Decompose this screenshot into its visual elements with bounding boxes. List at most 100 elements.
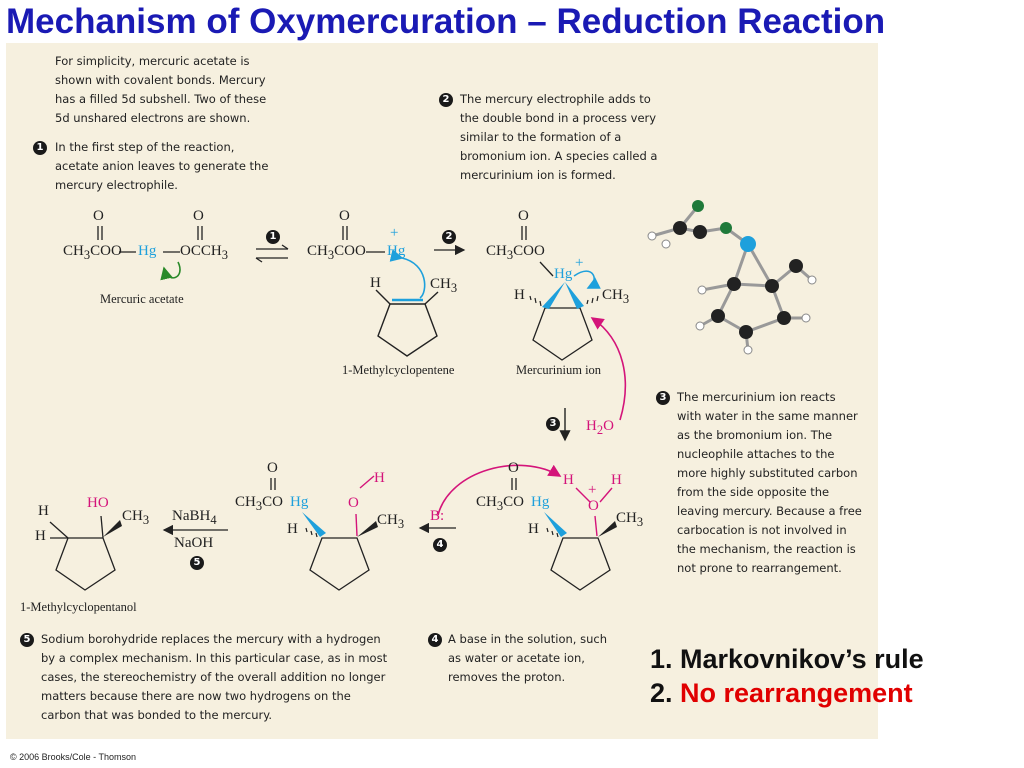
mercurinium-hash (529, 295, 599, 307)
note-step1-line: In the first step of the reaction, (55, 140, 235, 154)
electron-arrow-2 (389, 249, 426, 299)
o-text: O (354, 243, 366, 259)
arrow-badge-5: 5 (190, 556, 204, 570)
acetate-left: CH3COO (63, 243, 122, 263)
label-mercurinium: Mercurinium ion (516, 363, 602, 377)
ch-text: CH (616, 510, 637, 526)
oxonium-o-top: O (508, 460, 519, 476)
subscript: 3 (83, 248, 91, 262)
note-step3-line: the mechanism, the reaction is (677, 542, 856, 556)
ch-text: CH (63, 243, 84, 259)
water-o: O (603, 418, 614, 434)
mercurinium-bonds (521, 226, 593, 361)
rule-2: 2. No rearrangement (650, 676, 924, 710)
rule-2-text: No rearrangement (680, 678, 913, 708)
organomercury-wedge-hg (302, 512, 326, 537)
rule-1: 1. Markovnikov’s rule (650, 644, 924, 674)
acetate-o-top: O (93, 208, 104, 224)
step-5-badge: 5 (20, 633, 34, 647)
note-intro-line: shown with covalent bonds. Mercury (55, 73, 266, 87)
ball-stick-atoms (647, 200, 817, 355)
note-step4: A base in the solution, such as water or… (448, 630, 607, 687)
arrow-badge-2: 2 (442, 230, 456, 244)
note-intro: For simplicity, mercuric acetate is show… (55, 52, 266, 128)
subscript: 3 (496, 499, 504, 513)
organomercury-h: H (287, 521, 298, 537)
subscript: 3 (221, 248, 228, 262)
arrow-badge-4: 4 (433, 538, 447, 552)
electrophile-acetyl: CH3COO (307, 243, 366, 263)
oxonium-ch3: CH3 (616, 510, 643, 530)
occh-text: OCCH (180, 243, 222, 259)
copyright: © 2006 Brooks/Cole - Thomson (10, 752, 137, 762)
note-step3: The mercurinium ion reacts with water in… (677, 388, 862, 578)
oxonium-wedge-ch3 (598, 521, 617, 537)
mercurinium-h: H (514, 287, 525, 303)
note-step1-line: acetate anion leaves to generate the (55, 159, 269, 173)
note-step3-line: carbocation is not involved in (677, 523, 847, 537)
alkene-h: H (370, 275, 381, 291)
product-ch3: CH3 (122, 508, 149, 528)
oxonium-bonds (511, 478, 611, 591)
alkene-ch3: CH3 (430, 276, 457, 296)
figure-panel (6, 43, 878, 739)
mercuric-acetate-bonds (97, 226, 203, 253)
subscript: 3 (255, 499, 263, 513)
subscript: 3 (327, 248, 335, 262)
step-4-badge: 4 (428, 633, 442, 647)
organomercury-wedge-ch3 (357, 521, 378, 537)
oxonium-wedge-hg (544, 512, 567, 537)
ch-text: CH (122, 508, 143, 524)
note-step3-line: nucleophile attaches to the (677, 447, 835, 461)
arrow-badge-3: 3 (546, 417, 560, 431)
equilibrium-arrow (255, 244, 289, 263)
electrophile-charge: + (390, 225, 399, 241)
note-step2-line: The mercury electrophile adds to (460, 92, 651, 106)
subscript: 2 (596, 423, 604, 437)
oxonium-h-right: H (611, 472, 622, 488)
ch-text: CH (602, 287, 623, 303)
water-h: H (586, 418, 597, 434)
note-step4-line: as water or acetate ion, (448, 651, 585, 665)
organomercury-bonds (270, 478, 370, 591)
mercurinium-ch3: CH3 (602, 287, 629, 307)
step-3-badge: 3 (656, 391, 670, 405)
note-step5-line: carbon that was bonded to the mercury. (41, 708, 273, 722)
note-step3-line: more highly substituted carbon (677, 466, 858, 480)
acetate-right: OCCH3 (180, 243, 228, 263)
mercurinium-o: O (518, 208, 529, 224)
label-mercuric-acetate: Mercuric acetate (100, 292, 184, 306)
subscript: 3 (636, 515, 644, 529)
mercurinium-charge: + (575, 255, 584, 271)
ch-text: CH (476, 494, 497, 510)
note-step2-line: the double bond in a process very (460, 111, 657, 125)
water-molecule: H2O (586, 418, 614, 438)
label-methylcyclopentanol: 1-Methylcyclopentanol (20, 600, 137, 614)
note-intro-line: has a filled 5d subshell. Two of these (55, 92, 267, 106)
methylcyclopentanol-wedge (103, 520, 122, 537)
organomercury-hg: Hg (290, 494, 309, 510)
o-text: O (110, 243, 122, 259)
oxonium-o: O (588, 498, 599, 514)
note-step1-line: mercury electrophile. (55, 178, 178, 192)
organomercury-hash-h (305, 527, 318, 538)
product-h-top: H (38, 503, 49, 519)
label-methylcyclopentene: 1-Methylcyclopentene (342, 363, 455, 377)
note-step2-line: similar to the formation of a (460, 130, 622, 144)
organomercury-o: O (348, 495, 359, 511)
note-intro-line: 5d unshared electrons are shown. (55, 111, 251, 125)
ch-text: CH (235, 494, 256, 510)
note-intro-line: For simplicity, mercuric acetate is (55, 54, 250, 68)
base-arrow (437, 464, 562, 516)
product-ho: HO (87, 495, 109, 511)
acetate-o-top-2: O (193, 208, 204, 224)
ch-text: CH (486, 243, 507, 259)
note-step5-line: matters because there are now two hydrog… (41, 689, 351, 703)
hg-atom: Hg (138, 243, 157, 259)
subscript: 3 (622, 292, 630, 306)
organomercury-acetyl: CH3CO (235, 494, 283, 514)
note-step3-line: The mercurinium ion reacts (677, 390, 836, 404)
subscript: 4 (210, 513, 217, 527)
note-step3-line: as the bromonium ion. The (677, 428, 833, 442)
rules-callout: 1. Markovnikov’s rule 2. No rearrangemen… (650, 642, 924, 710)
